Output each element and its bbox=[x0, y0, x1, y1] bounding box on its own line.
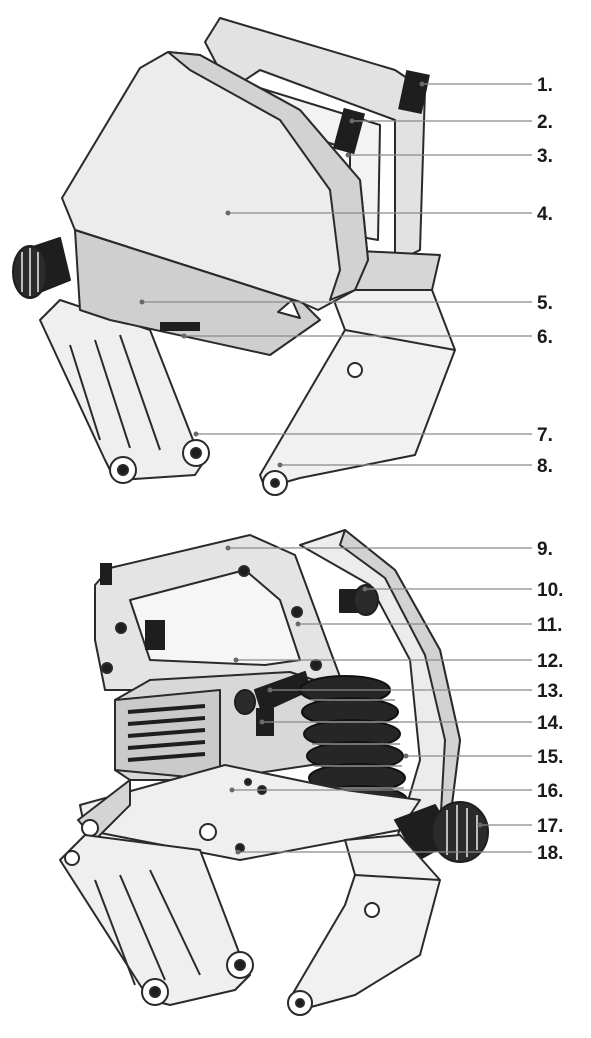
leader-lines bbox=[139, 81, 532, 855]
top-right-leg bbox=[259, 289, 456, 489]
callout-17: 17. bbox=[537, 816, 564, 837]
bottom-lock-knob bbox=[339, 584, 379, 616]
callout-9: 9. bbox=[537, 539, 553, 560]
callout-7: 7. bbox=[537, 425, 553, 446]
bottom-screw-c bbox=[115, 622, 127, 634]
callout-8: 8. bbox=[537, 456, 553, 477]
top-trigger bbox=[332, 107, 366, 155]
leader-dot-14 bbox=[259, 719, 265, 725]
callout-4: 4. bbox=[537, 204, 553, 225]
callout-3: 3. bbox=[537, 146, 553, 167]
bottom-right-wheel-hub bbox=[295, 998, 305, 1008]
bottom-left-wheel-a-hub bbox=[149, 986, 161, 998]
leader-dot-16 bbox=[229, 787, 235, 793]
leader-dot-18 bbox=[235, 849, 241, 855]
callout-10: 10. bbox=[537, 580, 564, 601]
leader-dot-6 bbox=[181, 333, 187, 339]
bottom-screw-d bbox=[310, 659, 322, 671]
leader-dot-2 bbox=[349, 118, 355, 124]
bottom-left-leg-rib bbox=[94, 869, 201, 986]
leader-dot-7 bbox=[193, 431, 199, 437]
bottom-trigger bbox=[145, 620, 165, 650]
bottom-screw-b bbox=[291, 606, 303, 618]
bottom-left-leg-pivot bbox=[64, 850, 80, 866]
callout-11: 11. bbox=[537, 615, 563, 636]
bottom-machine bbox=[59, 529, 489, 1016]
bottom-screw-e bbox=[101, 662, 113, 674]
top-depth-knob bbox=[12, 237, 71, 299]
bottom-left-wheel-b-hub bbox=[234, 959, 246, 971]
leader-dot-11 bbox=[295, 621, 301, 627]
bottom-base-bolt bbox=[199, 823, 217, 841]
leader-dot-8 bbox=[277, 462, 283, 468]
bottom-base-hole-b bbox=[244, 778, 252, 786]
top-guard-tab bbox=[160, 322, 200, 331]
bottom-depth-knob bbox=[394, 801, 489, 863]
bottom-right-leg-edge bbox=[354, 874, 441, 881]
top-left-wheel-a-hub bbox=[117, 464, 129, 476]
leader-dot-17 bbox=[477, 822, 483, 828]
callout-5: 5. bbox=[537, 293, 553, 314]
bottom-motor-vents bbox=[127, 704, 206, 762]
leader-dot-3 bbox=[345, 152, 351, 158]
leader-dot-4 bbox=[225, 210, 231, 216]
leader-dot-15 bbox=[403, 753, 409, 759]
callout-18: 18. bbox=[537, 843, 564, 864]
top-left-bracket-rib bbox=[69, 334, 161, 451]
bottom-handle-top-bar bbox=[100, 563, 112, 585]
callout-6: 6. bbox=[537, 327, 553, 348]
leader-dot-12 bbox=[233, 657, 239, 663]
callout-14: 14. bbox=[537, 713, 564, 734]
top-handle-black-strip bbox=[398, 69, 430, 115]
top-left-wheel-b-hub bbox=[190, 447, 202, 459]
callout-2: 2. bbox=[537, 112, 553, 133]
bottom-screw-a bbox=[238, 565, 250, 577]
bottom-fin-pivot bbox=[81, 819, 99, 837]
top-right-leg-edge bbox=[344, 329, 456, 351]
bottom-right-leg bbox=[291, 834, 441, 1011]
leader-dot-13 bbox=[267, 687, 273, 693]
callout-16: 16. bbox=[537, 781, 564, 802]
top-machine bbox=[12, 17, 456, 496]
leader-dot-10 bbox=[362, 586, 368, 592]
top-guard-rim bbox=[167, 51, 369, 301]
top-right-wheel-hub bbox=[270, 478, 280, 488]
leader-dot-1 bbox=[419, 81, 425, 87]
bottom-right-leg-pivot bbox=[364, 902, 380, 918]
leader-dot-5 bbox=[139, 299, 145, 305]
top-guard-seam bbox=[74, 229, 301, 303]
callout-13: 13. bbox=[537, 681, 564, 702]
top-guard-arrow bbox=[277, 299, 301, 319]
callout-1: 1. bbox=[537, 75, 553, 96]
callout-12: 12. bbox=[537, 651, 564, 672]
leader-dot-9 bbox=[225, 545, 231, 551]
top-right-leg-pivot bbox=[347, 362, 363, 378]
bottom-shaft-knob bbox=[234, 671, 311, 736]
callout-15: 15. bbox=[537, 747, 564, 768]
